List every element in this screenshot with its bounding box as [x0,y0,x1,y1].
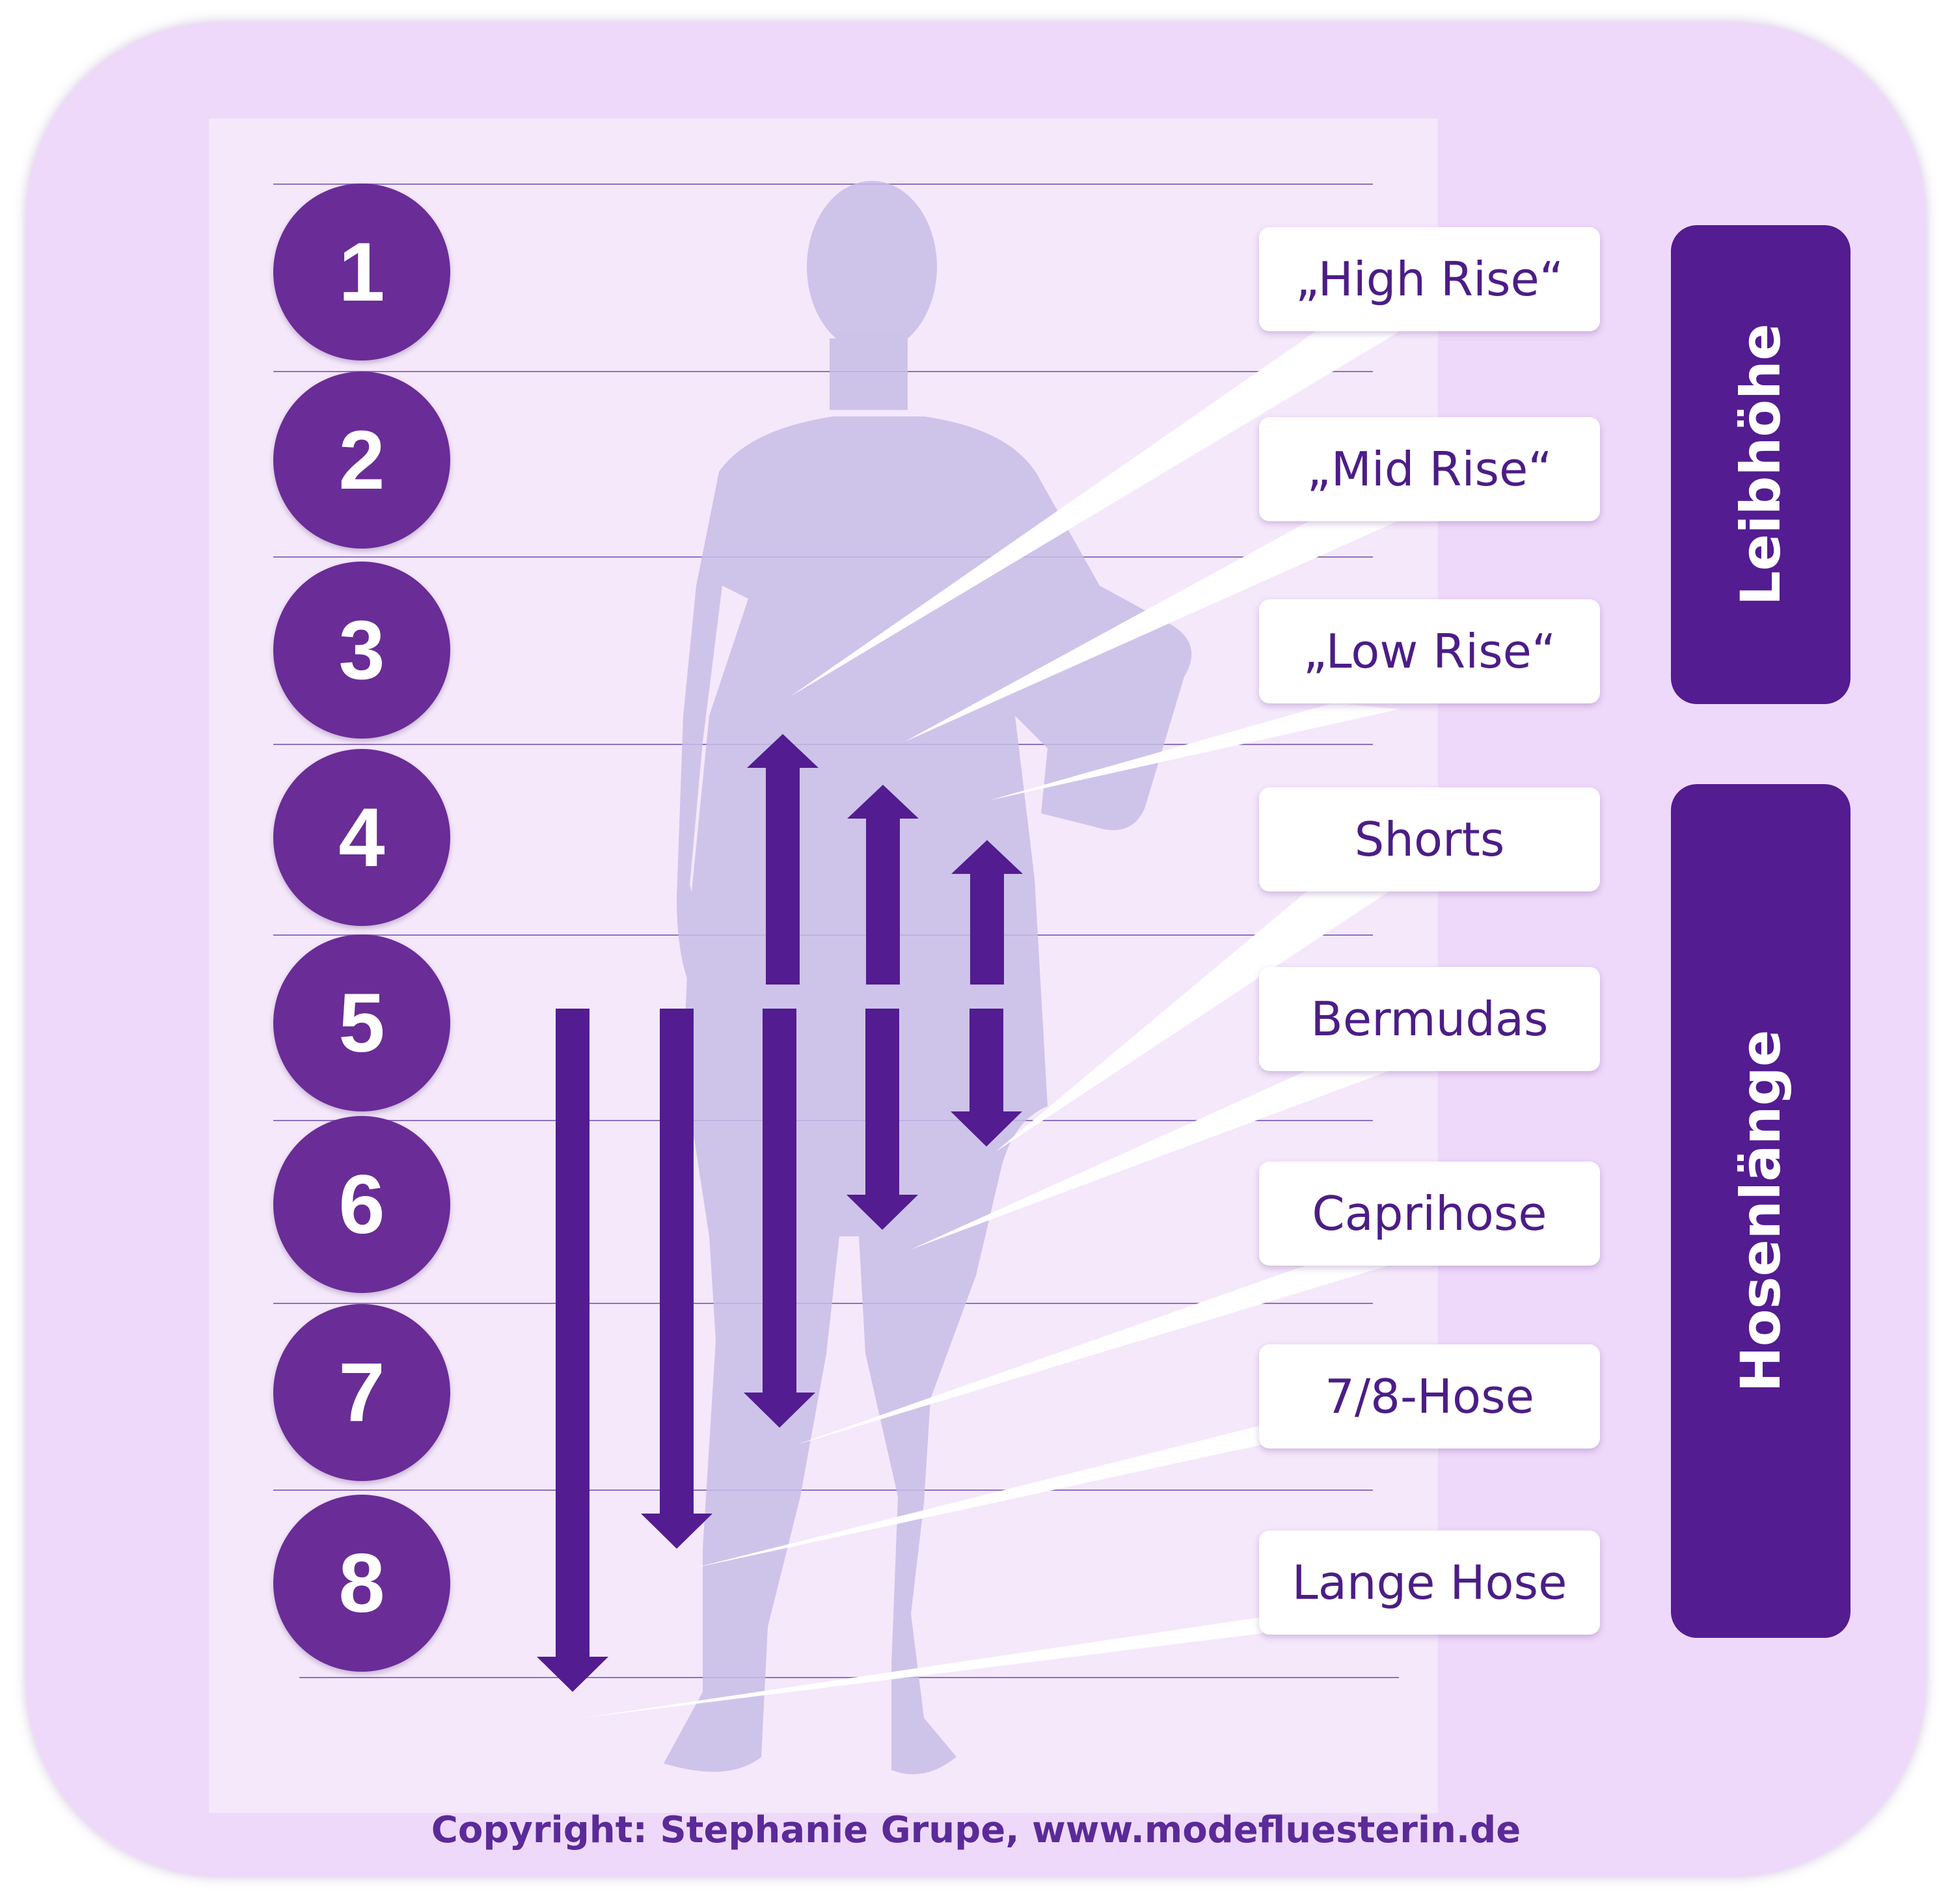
up-arrow-icon [951,840,1023,985]
rise-arrows [747,734,1023,985]
level-4-circle: 4 [273,749,450,926]
level-5-circle: 5 [273,934,450,1111]
callout-caprihose [797,1262,1399,1445]
callout-mid-rise [904,508,1399,742]
level-1-circle: 1 [273,184,450,360]
up-arrow-icon [847,785,919,985]
length-arrows [537,1009,1022,1692]
copyright-text: Copyright: Stephanie Grupe, www.modeflue… [431,1809,1521,1851]
label-caprihose: Caprihose [1259,1162,1600,1266]
level-6-circle: 6 [273,1116,450,1293]
down-arrow-icon [951,1009,1022,1147]
up-arrow-icon [747,734,819,985]
down-arrow-icon [847,1009,918,1230]
label-lange-hose: Lange Hose [1259,1530,1600,1635]
level-8-circle: 8 [273,1495,450,1672]
callout-shorts [996,885,1399,1152]
person-silhouette-icon [664,181,1192,1775]
down-arrow-icon [537,1009,608,1692]
label-low-rise: „Low Rise“ [1259,599,1600,703]
callout-lange-hose [582,1617,1262,1718]
category-hosenlaenge: Hosenlänge [1671,784,1850,1638]
level-7-circle: 7 [273,1304,450,1481]
label-shorts: Shorts [1259,787,1600,891]
callout-high-rise [791,319,1399,696]
callout-78-hose [693,1425,1262,1568]
down-arrow-icon [641,1009,712,1549]
category-leibhoehe: Leibhöhe [1671,225,1850,704]
category-leibhoehe-label: Leibhöhe [1729,323,1793,606]
label-high-rise: „High Rise“ [1259,227,1600,331]
level-3-circle: 3 [273,562,450,739]
callout-pointers [582,319,1399,1718]
label-mid-rise: „Mid Rise“ [1259,417,1600,521]
callout-bermudas [911,1067,1399,1249]
callout-low-rise [989,703,1399,800]
label-78-hose: 7/8-Hose [1259,1344,1600,1448]
category-hosenlaenge-label: Hosenlänge [1729,1029,1793,1393]
down-arrow-icon [744,1009,815,1428]
level-2-circle: 2 [273,372,450,549]
label-bermudas: Bermudas [1259,967,1600,1071]
